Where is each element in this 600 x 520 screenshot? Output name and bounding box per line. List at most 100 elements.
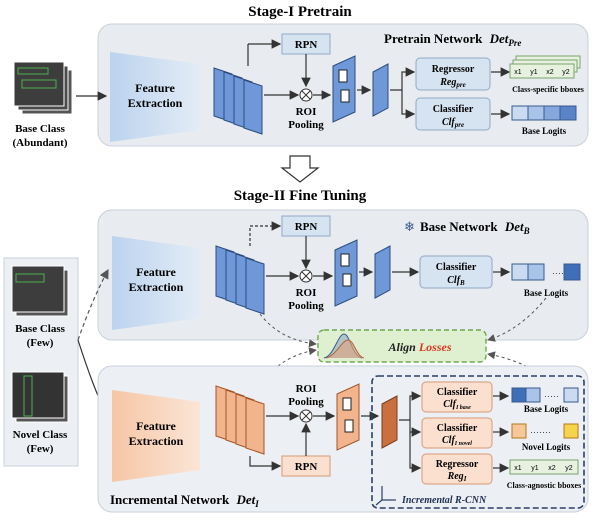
- align-losses-label: Align Losses: [387, 340, 451, 354]
- base-classifier-box: [419, 255, 493, 289]
- reg-box: [421, 453, 493, 485]
- base-logits-caption: Base Logits: [522, 126, 567, 136]
- reg-symbol: RegI: [447, 471, 467, 483]
- base-rpn-arrow: [249, 221, 282, 246]
- base-network-logits: ·····: [511, 263, 581, 281]
- base-feature-extraction-block: [112, 236, 200, 330]
- clf-novel-label: Classifier: [437, 423, 478, 434]
- pretrain-network-title: Pretrain Network DetPre: [384, 31, 521, 48]
- bbox-cell: y1: [530, 69, 538, 76]
- classifier-box: [415, 97, 491, 131]
- rpn-label: RPN: [295, 39, 318, 51]
- inc-bbox-cell: y2: [565, 465, 573, 472]
- roi-label-1: ROI: [296, 106, 317, 118]
- base-pooled-box-2: [342, 273, 352, 287]
- pooled-box-1: [338, 69, 348, 83]
- base-roi-2: Pooling: [288, 300, 324, 312]
- stage2-heading: Stage-II Fine Tuning: [234, 188, 367, 204]
- freeze-icon: ❄: [404, 219, 415, 234]
- feature-maps: [213, 67, 263, 135]
- stage1-heading: Stage-I Pretrain: [248, 4, 352, 20]
- novel-class-few-line1: Novel Class: [13, 429, 68, 441]
- base-roi-cross: [301, 271, 311, 281]
- inc-roi-1: ROI: [296, 383, 317, 395]
- base-logits-cubes: [511, 105, 577, 121]
- pooled-feature: [332, 55, 356, 123]
- regressor-label: Regressor: [432, 64, 475, 75]
- inc-pooled-feature: [336, 383, 360, 451]
- inc-fc-feature: [381, 395, 398, 449]
- feature-extraction-line2: Extraction: [128, 96, 183, 110]
- inc-bbox-cell: y1: [531, 465, 539, 472]
- inc-bbox-cell: x2: [548, 465, 556, 472]
- fork-to-classifier: [401, 90, 416, 119]
- novel-class-few-line2: (Few): [27, 443, 54, 455]
- axes-icon: [375, 486, 396, 506]
- input-label-line1: Base Class: [15, 123, 66, 135]
- clf-base-symbol: ClfI base: [443, 399, 471, 411]
- stage-transition-arrow: [280, 155, 320, 183]
- inc-fork-reg: [409, 432, 422, 473]
- feature-extraction-block: [110, 52, 200, 142]
- regressor-symbol: Regpre: [439, 77, 465, 89]
- base-rpn-label: RPN: [295, 221, 318, 233]
- base-network-logits-caption: Base Logits: [524, 288, 569, 298]
- base-class-few-images: [11, 265, 69, 317]
- base-classifier-label: Classifier: [436, 262, 477, 273]
- class-agnostic-bboxes: x1 y1 x2 y2: [509, 459, 579, 475]
- inc-rpn-label: RPN: [295, 461, 318, 473]
- reg-label: Regressor: [436, 459, 479, 470]
- base-feature-maps: [215, 245, 265, 315]
- base-to-align: [259, 313, 317, 348]
- roi-op-cross: [301, 90, 311, 100]
- distribution-curve-2: [325, 339, 365, 359]
- roi-label-2: Pooling: [288, 119, 324, 131]
- bbox-caption: Class-specific bboxes: [512, 85, 584, 94]
- clf-novel-box: [421, 417, 493, 449]
- feature-extraction-line1: Feature: [135, 81, 175, 95]
- inc-novel-logits-caption: Novel Logits: [522, 442, 571, 452]
- base-feature-line1: Feature: [136, 265, 176, 279]
- base-classifier-symbol: ClfB: [447, 275, 465, 287]
- inc-pooled-box-1: [342, 397, 352, 411]
- inc-bbox-cell: x1: [514, 465, 522, 472]
- input-to-base-arrow: [77, 268, 109, 341]
- align-losses-box: [317, 329, 487, 363]
- bbox-cell: x2: [546, 69, 554, 76]
- base-pooled-box-1: [340, 253, 350, 267]
- svg-text:·····: ·····: [544, 391, 559, 401]
- base-roi-1: ROI: [296, 287, 317, 299]
- inc-rpn-arrow: [249, 456, 282, 471]
- clf-base-box: [421, 381, 493, 413]
- clf-novel-symbol: ClfI novel: [442, 435, 472, 447]
- base-class-few-line2: (Few): [27, 337, 54, 349]
- inc-base-logits-cubes: ·····: [511, 387, 579, 403]
- class-specific-bboxes: x1 y1 x2 y2: [509, 55, 581, 79]
- incremental-rcnn-box: [371, 375, 585, 509]
- rcnn-label: Incremental R-CNN: [401, 495, 487, 506]
- regressor-box: [415, 57, 491, 91]
- inc-fork-clf-base: [399, 391, 422, 421]
- fc-feature: [372, 63, 389, 117]
- fork-to-regressor: [390, 67, 416, 91]
- base-class-few-line1: Base Class: [15, 323, 66, 335]
- inc-roi-cross: [301, 411, 311, 421]
- base-feature-line2: Extraction: [129, 280, 184, 294]
- inc-feature-line1: Feature: [136, 419, 176, 433]
- novel-class-few-images: [11, 371, 69, 423]
- inc-to-align: [261, 347, 317, 385]
- base-class-abundant-images: [13, 61, 73, 115]
- inc-feature-line2: Extraction: [129, 434, 184, 448]
- base-pooled-feature: [334, 239, 358, 307]
- inc-pooled-box-2: [344, 419, 354, 433]
- svg-text:·······: ·······: [530, 427, 551, 437]
- inc-novel-logits-cubes: ·······: [511, 423, 579, 439]
- bbox-cell: x1: [514, 69, 522, 76]
- base-fc-feature: [374, 245, 391, 299]
- input-label-line2: (Abundant): [12, 137, 67, 149]
- inc-feature-extraction-block: [112, 390, 200, 482]
- class-agnostic-caption: Class-agnostic bboxes: [507, 481, 581, 490]
- clf-base-label: Classifier: [437, 387, 478, 398]
- classifier-label: Classifier: [433, 104, 474, 115]
